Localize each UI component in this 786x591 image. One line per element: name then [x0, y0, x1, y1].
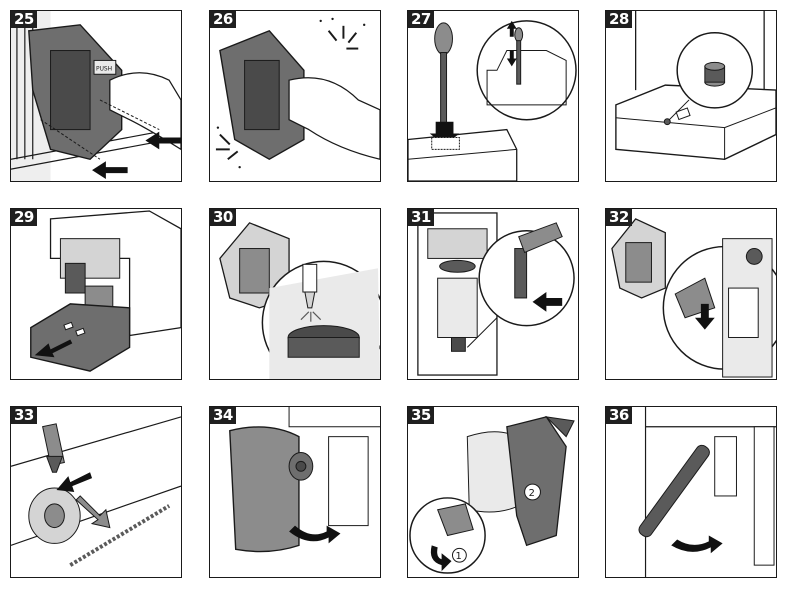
grease-cavity-illustration	[417, 212, 575, 376]
step-number: 34	[210, 407, 236, 424]
step-panel-36: 36	[605, 406, 777, 578]
step-number: 36	[606, 407, 632, 424]
brew-unit-push-label: PUSH	[96, 65, 112, 72]
step-number: 35	[408, 407, 434, 424]
grease-brew-unit-side-illustration	[611, 218, 776, 378]
remove-brew-unit-illustration: PUSH	[11, 11, 181, 181]
step-number: 28	[606, 11, 632, 28]
grounds-drawer-button-illustration	[615, 11, 776, 160]
step-number: 25	[11, 11, 37, 28]
step-number: 29	[11, 209, 37, 226]
brew-unit-fitting-check-illustration: 2 1	[409, 416, 575, 574]
step-number: 31	[408, 209, 434, 226]
step-panel-34: 34	[209, 406, 381, 578]
step-panel-35: 35 2 1	[407, 406, 579, 578]
step-one-callout: 1	[455, 551, 461, 562]
step-panel-31: 31	[407, 208, 579, 380]
step-panel-33: 33	[10, 406, 182, 578]
step-panel-30: 30	[209, 208, 381, 380]
step-panel-28: 28	[605, 10, 777, 182]
close-service-door-illustration	[638, 407, 776, 577]
rinse-brew-unit-illustration	[215, 17, 380, 169]
lubricate-brew-unit-illustration	[219, 222, 380, 379]
step-number: 32	[606, 209, 632, 226]
step-panel-29: 29	[10, 208, 182, 380]
step-number: 26	[210, 11, 236, 28]
step-panel-26: 26	[209, 10, 381, 182]
step-number: 30	[210, 209, 236, 226]
grease-shaft-illustration	[11, 416, 181, 567]
step-two-callout: 2	[529, 488, 535, 499]
step-panel-25: 25 PUSH	[10, 10, 182, 182]
step-number: 27	[408, 11, 434, 28]
step-panel-32: 32	[605, 208, 777, 380]
step-panel-27: 27	[407, 10, 579, 182]
remove-drip-tray-illustration	[30, 210, 181, 372]
grind-adjust-spoon-illustration	[408, 20, 577, 181]
step-number: 33	[11, 407, 37, 424]
insert-brew-unit-illustration	[229, 407, 380, 553]
